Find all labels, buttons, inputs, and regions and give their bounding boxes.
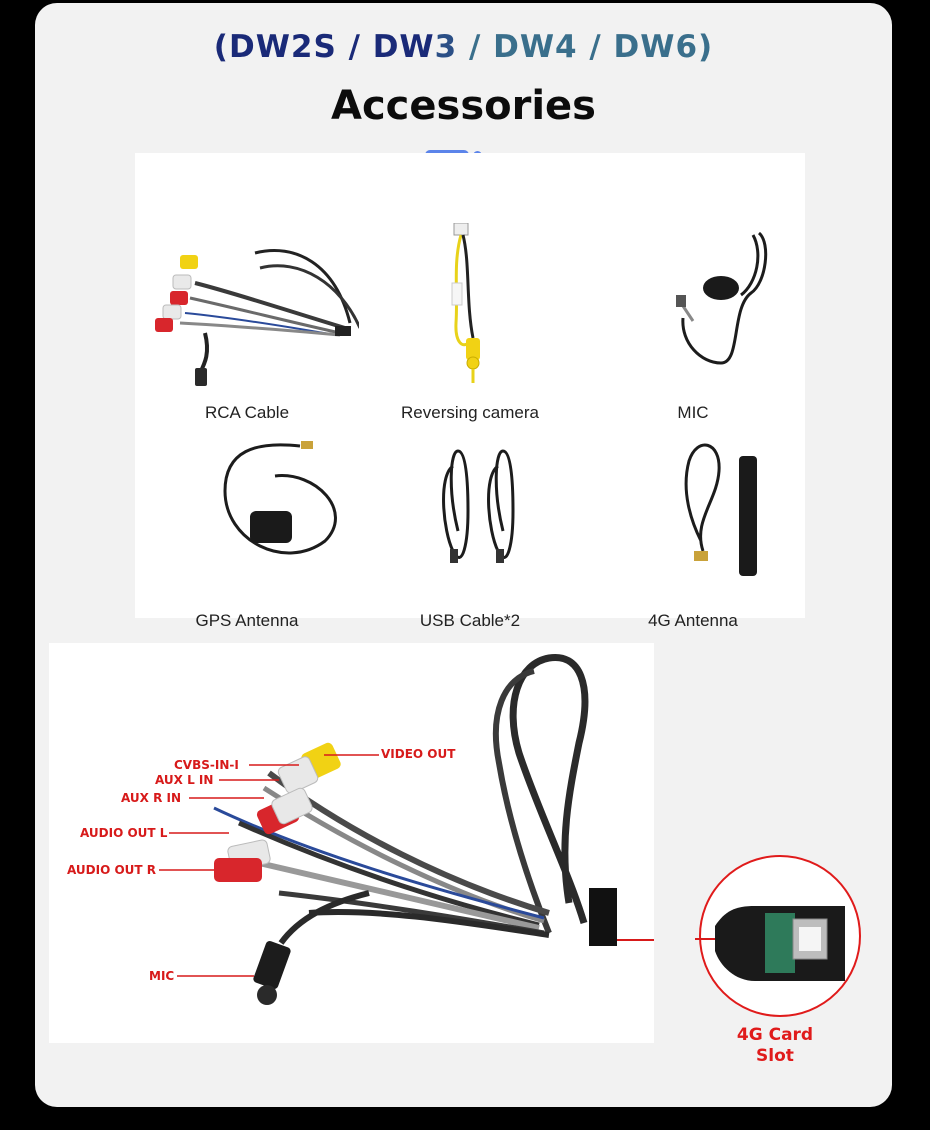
callout-cvbs-in: CVBS-IN-I: [174, 758, 239, 772]
rca-cable-icon: [155, 249, 359, 386]
page-title: Accessories: [331, 83, 596, 129]
accessory-label: MIC: [677, 403, 709, 422]
accessory-item-4g-antenna: 4G Antenna: [581, 431, 805, 631]
callout-audio-out-r: AUDIO OUT R: [67, 863, 157, 877]
accessory-label: RCA Cable: [204, 403, 290, 422]
accessories-card: (DW2S / DW3 / DW4 / DW6) Accessories: [35, 3, 892, 1107]
model-list-part-2: 3: [434, 29, 458, 65]
wire-harness-image: [213, 653, 654, 1005]
accessory-label: USB Cable*2: [419, 611, 521, 630]
accessory-item-gps-antenna: GPS Antenna: [135, 431, 359, 631]
callout-aux-l-in: AUX L IN: [155, 773, 214, 787]
callout-lines: [159, 754, 379, 977]
callout-aux-r-in: AUX R IN: [121, 791, 182, 805]
4g-card-slot-label: 4G Card Slot: [715, 1025, 835, 1067]
usb-cable-icon: [442, 449, 515, 563]
slot-label-line-1: 4G Card: [736, 1025, 814, 1045]
reversing-camera-cable-icon: [451, 223, 480, 383]
slot-label-line-2: Slot: [756, 1046, 794, 1066]
model-list-part-1: (DW2S / DW: [213, 29, 435, 65]
callout-audio-out-l: AUDIO OUT L: [80, 826, 168, 840]
accessory-grid: RCA Cable Reversing camera: [135, 153, 805, 630]
accessory-label: GPS Antenna: [195, 611, 299, 630]
accessory-label: Reversing camera: [401, 403, 539, 422]
callout-mic: MIC: [149, 969, 175, 983]
accessory-item-usb-cable: USB Cable*2: [358, 431, 582, 631]
model-list: (DW2S / DW3 / DW4 / DW6): [35, 29, 892, 65]
gps-antenna-icon: [223, 441, 337, 555]
accessory-item-rca-cable: RCA Cable: [135, 223, 359, 423]
4g-card-slot-zoom: [695, 855, 861, 1017]
callout-video-out: VIDEO OUT: [381, 747, 456, 761]
accessory-label: 4G Antenna: [648, 611, 738, 630]
microphone-icon: [676, 231, 768, 365]
4g-antenna-icon: [684, 443, 757, 576]
accessory-item-mic: MIC: [581, 223, 805, 423]
accessory-item-reversing-camera: Reversing camera: [358, 223, 582, 423]
model-list-part-3: / DW4 / DW6): [457, 29, 714, 65]
harness-diagram: VIDEO OUT CVBS-IN-I AUX L IN AUX R IN AU…: [49, 643, 654, 1043]
